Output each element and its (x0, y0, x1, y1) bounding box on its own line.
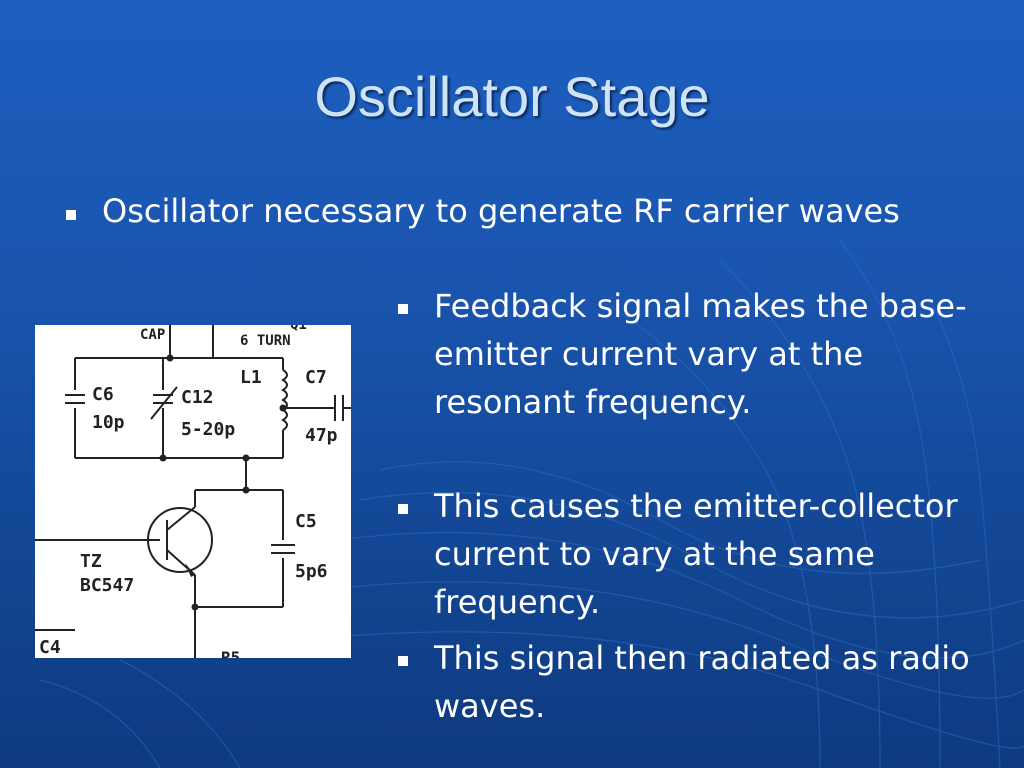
main-bullet: Oscillator necessary to generate RF carr… (66, 188, 982, 234)
sub-bullet-text: This signal then radiated as radio waves… (434, 639, 970, 725)
label-c12: C12 (181, 387, 214, 408)
sub-bullet-2: This causes the emitter-collector curren… (398, 482, 994, 626)
label-r: R5 (221, 648, 240, 658)
sub-bullet-text: Feedback signal makes the base-emitter c… (434, 287, 967, 421)
label-q1: Q1 (290, 325, 307, 333)
label-cap: CAP (140, 327, 165, 343)
label-c5-value: 5p6 (295, 561, 328, 582)
label-c5: C5 (295, 511, 317, 532)
circuit-schematic: CAP 6 TURN Q1 C6 10p C12 5-20p L1 C7 47p… (35, 325, 351, 658)
label-turn: 6 TURN (240, 333, 291, 349)
oscillator-circuit-diagram: CAP 6 TURN Q1 C6 10p C12 5-20p L1 C7 47p… (35, 325, 351, 658)
label-c4: C4 (39, 637, 61, 658)
sub-bullet-1: Feedback signal makes the base-emitter c… (398, 282, 994, 426)
label-c6: C6 (92, 384, 114, 405)
bullet-icon (398, 504, 408, 514)
bullet-icon (398, 304, 408, 314)
label-l1: L1 (240, 367, 262, 388)
main-bullet-text: Oscillator necessary to generate RF carr… (102, 192, 900, 230)
sub-bullet-3: This signal then radiated as radio waves… (398, 634, 994, 730)
sub-bullet-text: This causes the emitter-collector curren… (434, 487, 958, 621)
page-title: Oscillator Stage (314, 65, 710, 128)
label-c7: C7 (305, 367, 327, 388)
label-tz: TZ (80, 551, 102, 572)
bullet-icon (398, 656, 408, 666)
label-c7-value: 47p (305, 425, 338, 446)
label-c6-value: 10p (92, 412, 125, 433)
bullet-icon (66, 210, 76, 220)
label-c12-value: 5-20p (181, 419, 235, 440)
label-transistor-model: BC547 (80, 575, 134, 596)
